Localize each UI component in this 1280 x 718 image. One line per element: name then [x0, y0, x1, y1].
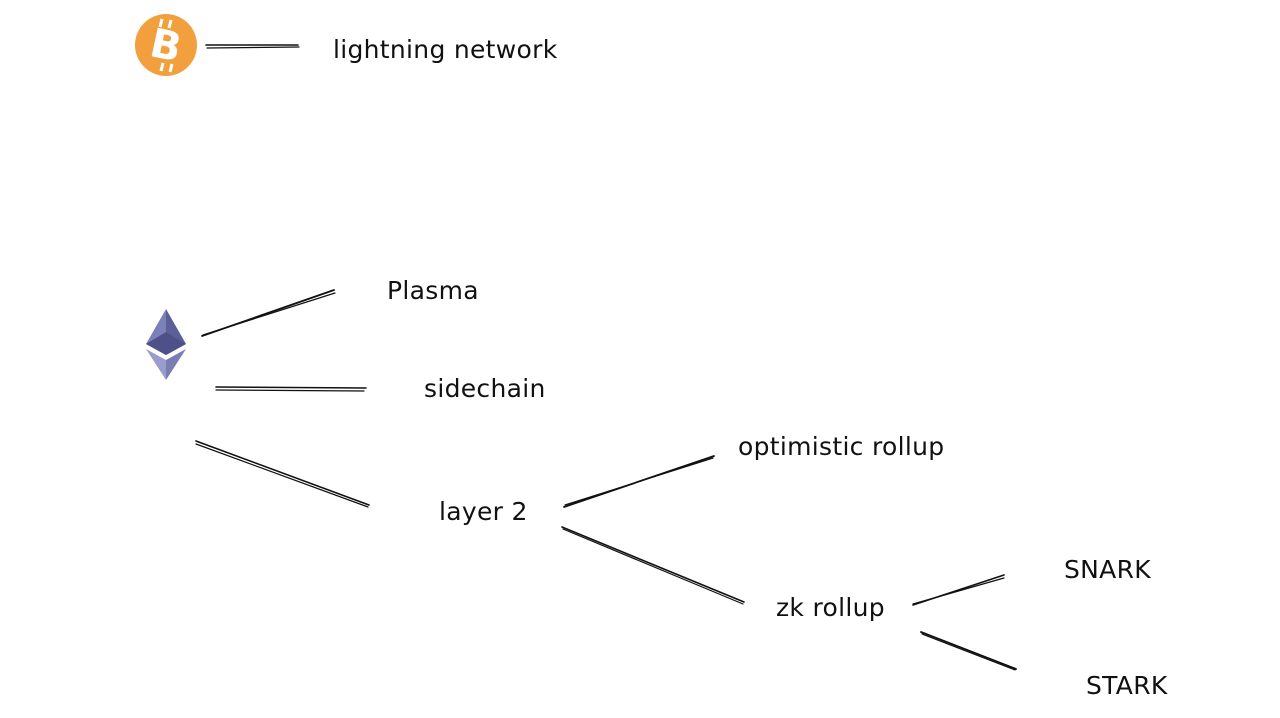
edge-layer2-zk — [561, 526, 745, 605]
node-zk-rollup: zk rollup — [776, 593, 885, 622]
edge-layer2-optimistic — [563, 455, 715, 508]
node-snark: SNARK — [1064, 555, 1151, 584]
node-stark: STARK — [1086, 671, 1168, 700]
edge-bitcoin-lightning — [205, 44, 300, 49]
edge-ethereum-sidechain — [215, 386, 367, 392]
node-layer-2: layer 2 — [439, 497, 528, 526]
node-optimistic-rollup: optimistic rollup — [738, 432, 945, 461]
bitcoin-icon: B — [135, 14, 197, 76]
edge-zk-stark — [920, 631, 1017, 671]
edge-ethereum-plasma — [201, 289, 336, 337]
node-plasma: Plasma — [387, 276, 479, 305]
node-sidechain: sidechain — [424, 374, 546, 403]
edge-zk-snark — [912, 574, 1005, 606]
edge-ethereum-layer2 — [195, 440, 370, 508]
node-lightning-network: lightning network — [333, 35, 558, 64]
ethereum-icon — [146, 309, 186, 380]
